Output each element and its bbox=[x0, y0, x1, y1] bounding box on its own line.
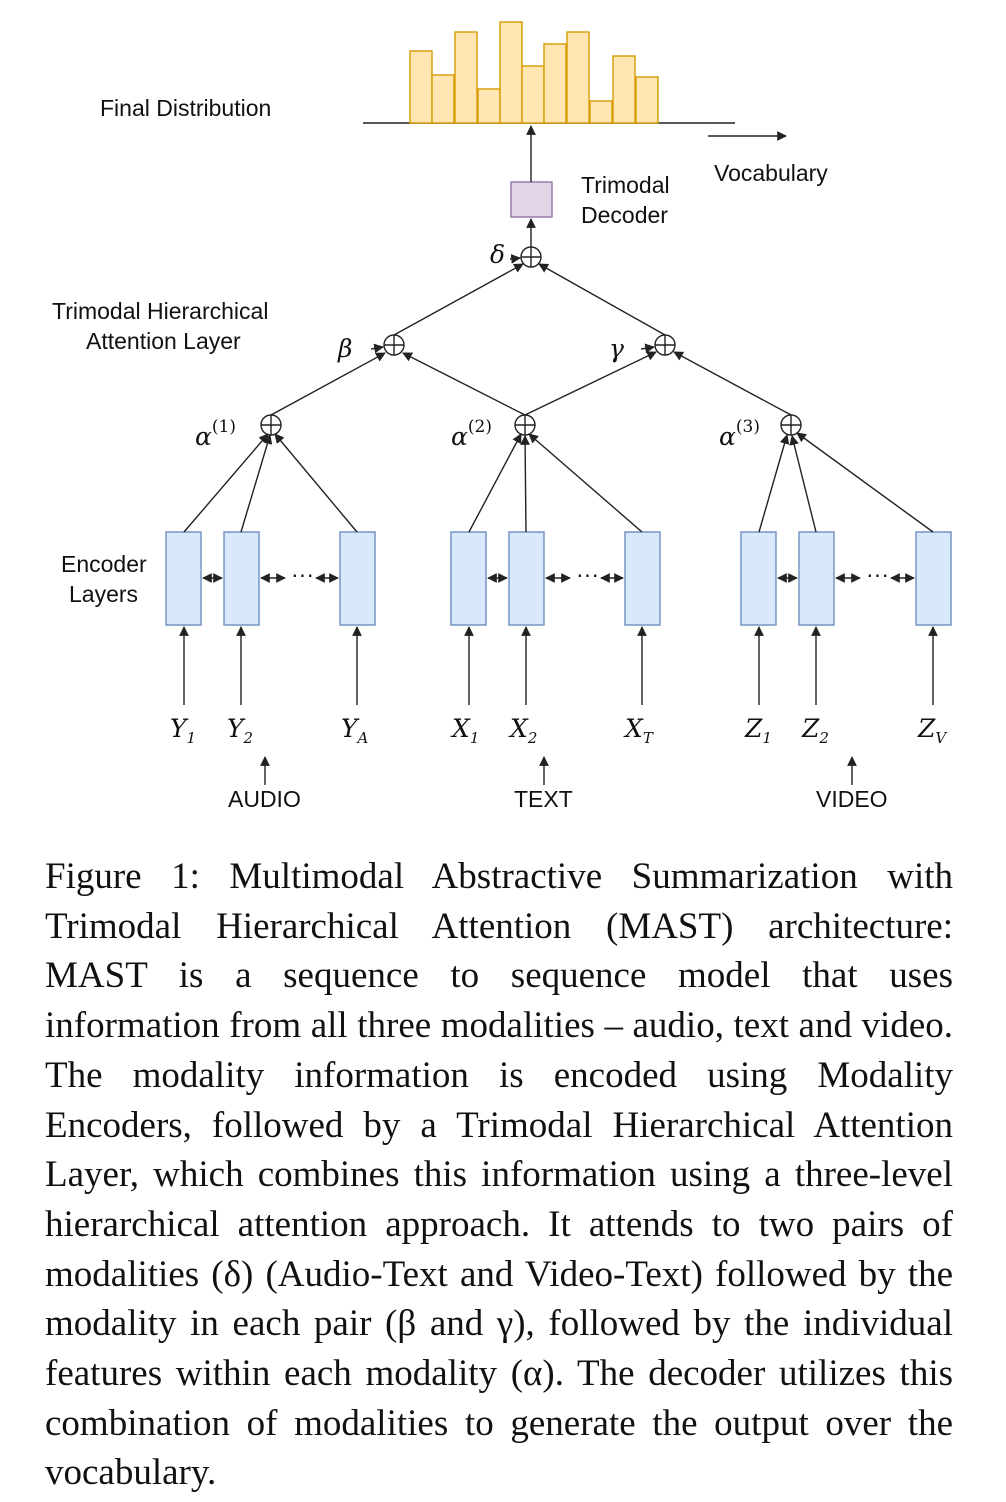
ellipsis: ··· bbox=[291, 561, 314, 587]
vocabulary-label: Vocabulary bbox=[714, 160, 828, 186]
input-y1: Y1 bbox=[170, 714, 196, 747]
ellipsis: ··· bbox=[866, 561, 889, 587]
video-modality-label: VIDEO bbox=[816, 786, 888, 812]
mast-architecture-diagram: Final Distribution Vocabulary Trimodal D… bbox=[52, 21, 952, 812]
attention-label-line2: Attention Layer bbox=[86, 328, 241, 354]
alpha3-plus-node bbox=[780, 414, 802, 436]
decoder-label-line1: Trimodal bbox=[581, 172, 670, 198]
input-ya: YA bbox=[341, 714, 369, 747]
gamma-plus-node bbox=[654, 334, 676, 356]
input-y2: Y2 bbox=[227, 714, 253, 747]
input-zv: ZV bbox=[917, 714, 948, 747]
encoder-block bbox=[450, 531, 487, 626]
text-encoder-group: ··· bbox=[450, 433, 661, 705]
encoder-block bbox=[740, 531, 777, 626]
encoder-label-line2: Layers bbox=[69, 581, 138, 607]
encoder-block bbox=[165, 531, 202, 626]
input-x2: X2 bbox=[508, 714, 537, 747]
attention-label-line1: Trimodal Hierarchical bbox=[52, 298, 268, 324]
encoder-block bbox=[624, 531, 661, 626]
decoder-label-line2: Decoder bbox=[581, 202, 668, 228]
beta-plus-node bbox=[383, 334, 405, 356]
encoder-block bbox=[223, 531, 260, 626]
audio-encoder-group: ··· bbox=[165, 433, 376, 705]
trimodal-decoder-box bbox=[510, 181, 553, 218]
input-z1: Z1 bbox=[744, 714, 772, 747]
encoder-block bbox=[339, 531, 376, 626]
input-x1: X1 bbox=[450, 714, 479, 747]
video-encoder-group: ··· bbox=[740, 432, 952, 705]
ellipsis: ··· bbox=[576, 561, 599, 587]
input-xt: XT bbox=[623, 714, 654, 747]
encoder-block bbox=[798, 531, 835, 626]
alpha1-symbol: α(1) bbox=[195, 417, 236, 451]
delta-plus-node bbox=[520, 246, 542, 268]
audio-modality-label: AUDIO bbox=[228, 786, 301, 812]
final-distribution-label: Final Distribution bbox=[100, 95, 271, 121]
text-modality-label: TEXT bbox=[514, 786, 573, 812]
encoder-block bbox=[915, 531, 952, 626]
delta-symbol: δ bbox=[490, 240, 505, 269]
gamma-symbol: γ bbox=[609, 334, 624, 363]
encoder-label-line1: Encoder bbox=[61, 551, 147, 577]
alpha1-plus-node bbox=[260, 414, 282, 436]
final-distribution-histogram bbox=[363, 21, 735, 124]
alpha3-symbol: α(3) bbox=[719, 417, 760, 451]
alpha2-plus-node bbox=[514, 414, 536, 436]
input-z2: Z2 bbox=[801, 714, 829, 747]
encoder-block bbox=[508, 531, 545, 626]
beta-symbol: β bbox=[337, 334, 352, 363]
figure-caption: Figure 1: Multimodal Abstractive Summari… bbox=[45, 856, 953, 1494]
alpha2-symbol: α(2) bbox=[451, 417, 492, 451]
